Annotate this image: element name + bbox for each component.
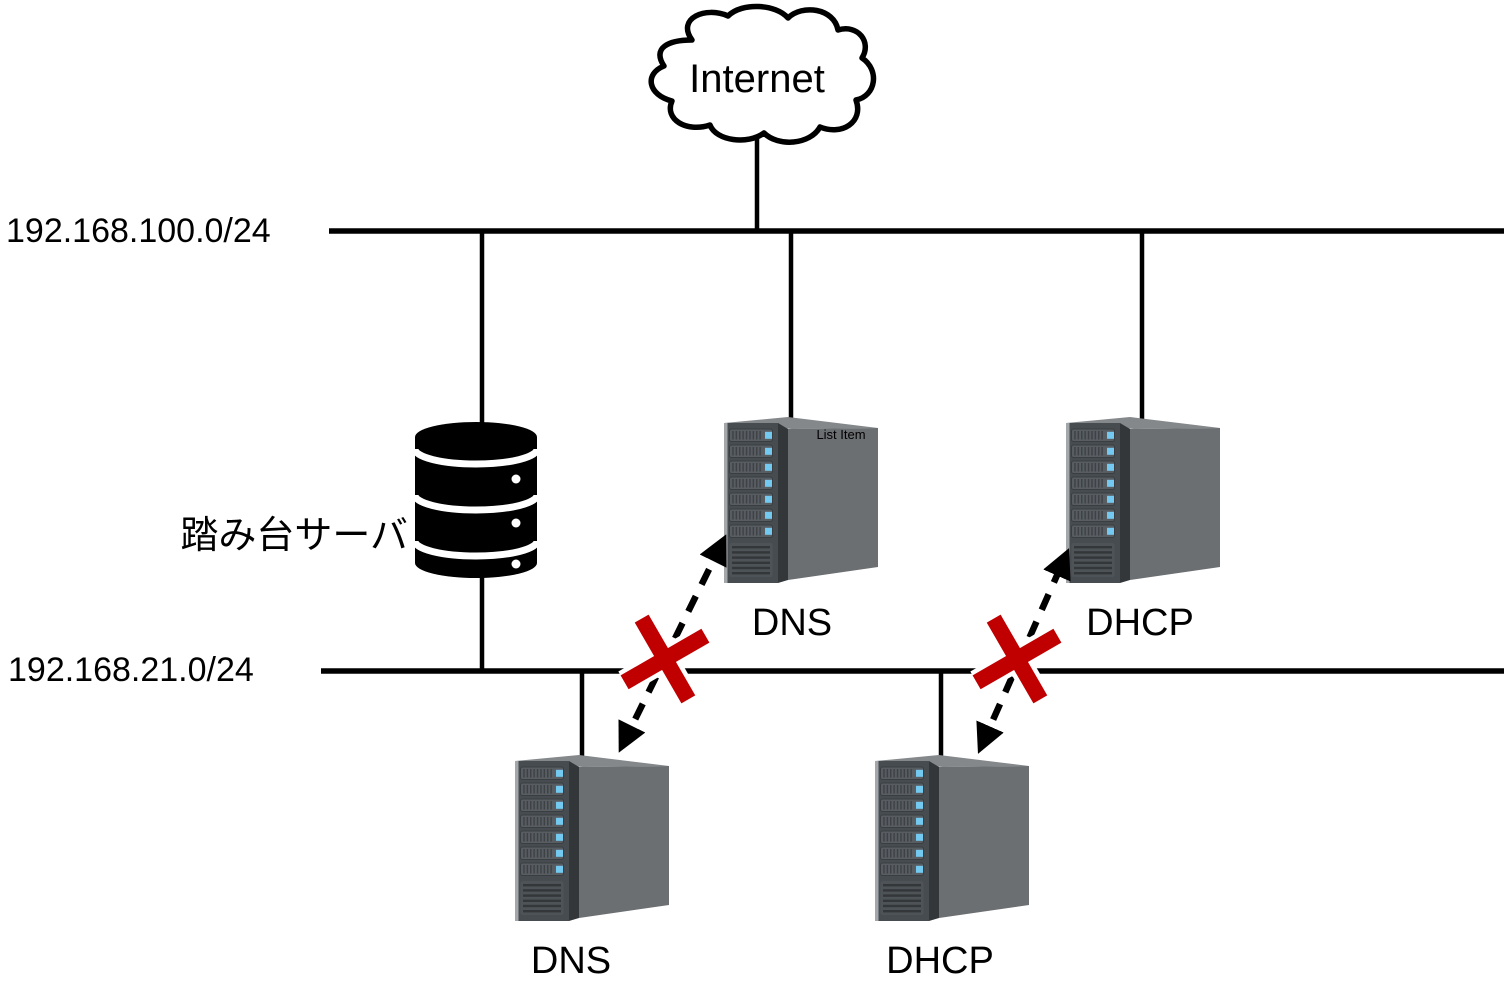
server-label-dns-upper: DNS: [751, 602, 833, 644]
server-side-note: List Item: [816, 427, 866, 442]
server-label-dns-lower: DNS: [530, 940, 612, 982]
server-icon-dhcp-lower: [874, 754, 1030, 922]
subnet-label-lower: 192.168.21.0/24: [8, 651, 254, 689]
bastion-label: 踏み台サーバ: [180, 515, 408, 557]
blocked-x-icon-dhcp: [970, 612, 1064, 706]
subnet-label-upper: 192.168.100.0/24: [6, 212, 271, 250]
internet-label: Internet: [689, 57, 825, 101]
database-icon: [411, 422, 541, 578]
server-icon-dns-lower: [514, 754, 670, 922]
server-label-dhcp-lower: DHCP: [886, 940, 994, 982]
blocked-x-icon-dns: [618, 612, 712, 706]
server-label-dhcp-upper: DHCP: [1086, 602, 1194, 644]
blocked-connection-arrow-dns: [618, 534, 727, 753]
server-icon-dhcp-upper: [1065, 416, 1221, 584]
internet-cloud-icon: [648, 3, 877, 145]
